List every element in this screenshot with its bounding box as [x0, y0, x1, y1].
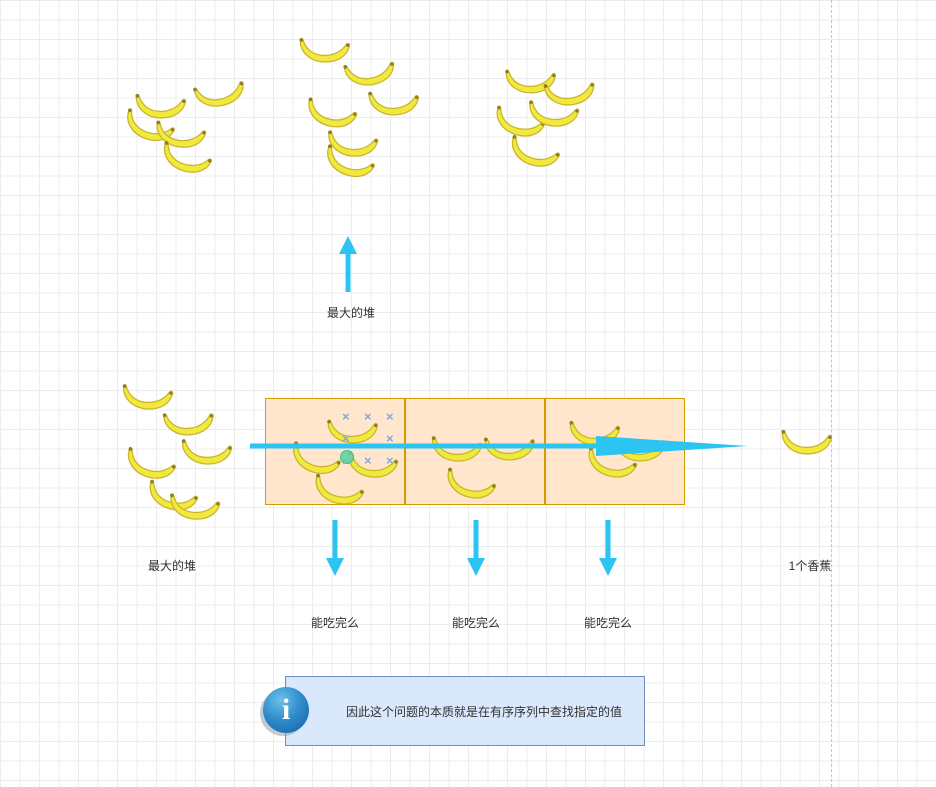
selection-handle-icon[interactable]: ×	[364, 453, 372, 468]
banana-icon[interactable]	[426, 425, 486, 468]
banana-icon[interactable]	[582, 442, 640, 482]
selection-handle-icon[interactable]: ×	[342, 409, 350, 424]
array-cell-1[interactable]	[265, 398, 405, 505]
selection-handle-icon[interactable]: ×	[342, 431, 350, 446]
banana-icon[interactable]	[156, 136, 215, 178]
banana-icon[interactable]	[186, 64, 252, 120]
question-label-2[interactable]: 能吃完么	[451, 616, 500, 630]
banana-icon[interactable]	[164, 484, 223, 526]
question-label-3[interactable]: 能吃完么	[583, 616, 632, 630]
selection-handle-icon[interactable]: ×	[386, 431, 394, 446]
up-arrow[interactable]	[339, 236, 357, 292]
selection-handle-icon[interactable]: ×	[386, 409, 394, 424]
info-icon: i	[263, 687, 309, 733]
selection-handle-icon[interactable]: ×	[364, 409, 372, 424]
page-divider-line	[831, 0, 832, 787]
info-icon-letter: i	[281, 693, 291, 726]
down-arrow-3[interactable]	[599, 520, 617, 576]
left-pile-label[interactable]: 最大的堆	[147, 559, 196, 573]
question-label-1[interactable]: 能吃完么	[310, 616, 359, 630]
info-note-text: 因此这个问题的本质就是在有序序列中查找指定的值	[346, 704, 623, 719]
single-banana-label[interactable]: 1个香蕉	[788, 559, 832, 573]
down-arrow-1[interactable]	[326, 520, 344, 576]
banana-icon[interactable]	[441, 463, 499, 503]
banana-icon[interactable]	[176, 428, 236, 471]
banana-icon[interactable]	[309, 469, 367, 509]
banana-icon[interactable]	[523, 91, 582, 133]
banana-icon[interactable]	[775, 417, 836, 462]
selection-handle-icon[interactable]: ×	[386, 453, 394, 468]
banana-icon[interactable]	[319, 139, 379, 182]
selection-anchor-dot[interactable]	[340, 450, 354, 464]
banana-icon[interactable]	[504, 130, 563, 172]
top-pile-label[interactable]: 最大的堆	[326, 306, 375, 320]
info-note[interactable]: 因此这个问题的本质就是在有序序列中查找指定的值	[285, 676, 645, 746]
down-arrow-2[interactable]	[467, 520, 485, 576]
